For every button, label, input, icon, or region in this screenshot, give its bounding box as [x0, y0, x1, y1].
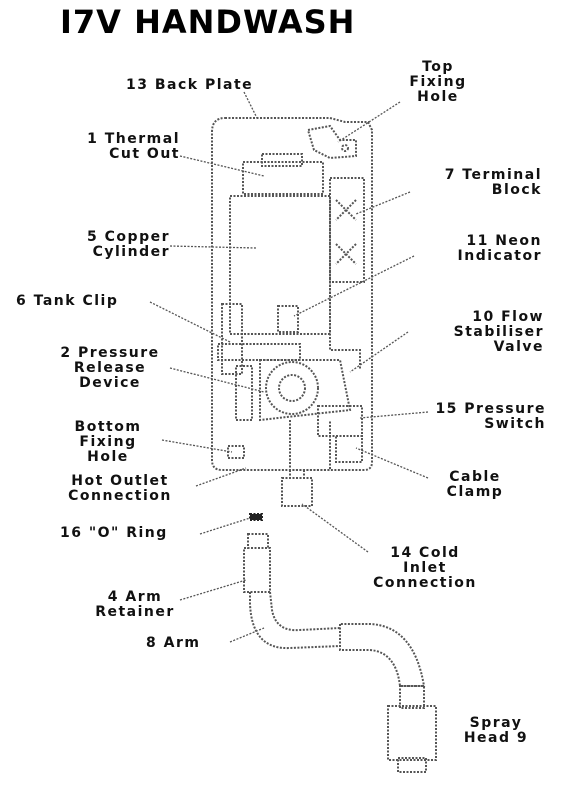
leader-flow — [349, 331, 409, 373]
label-arm-retainer: 4 Arm Retainer — [95, 589, 175, 620]
label-neon-indicator: 11 Neon Indicator — [457, 233, 542, 264]
label-arm: 8 Arm — [146, 635, 201, 651]
leader-tank-clip — [149, 301, 231, 343]
leader-copper — [169, 245, 257, 249]
terminal-block-shape — [329, 177, 365, 283]
cold-inlet-shape — [281, 477, 313, 507]
leader-cold-inlet — [301, 503, 369, 553]
arm-shape — [249, 591, 341, 650]
label-o-ring: 16 "O" Ring — [60, 525, 168, 541]
leader-pressure-switch — [359, 411, 429, 419]
label-tank-clip: 6 Tank Clip — [16, 293, 119, 309]
label-pressure-switch: 15 Pressure Switch — [435, 401, 546, 432]
neon-indicator-shape — [277, 305, 299, 333]
arm-retainer-shape — [243, 547, 271, 593]
bottom-fixing-shape — [227, 445, 245, 459]
leader-bottom-fixing — [161, 439, 233, 453]
o-ring-shape — [249, 513, 263, 521]
label-bottom-fixing-hole: Bottom Fixing Hole — [74, 419, 142, 465]
label-terminal-block: 7 Terminal Block — [444, 167, 542, 198]
label-copper-cylinder: 5 Copper Cylinder — [87, 229, 170, 260]
tank-clip-shape — [221, 303, 243, 375]
top-fixing-bracket — [306, 124, 357, 160]
leader-cable-clamp — [355, 447, 429, 479]
leader-thermal — [179, 155, 265, 177]
label-top-fixing-hole: Top Fixing Hole — [409, 59, 467, 105]
label-flow-stabiliser-valve: 10 Flow Stabiliser Valve — [453, 309, 544, 355]
leader-terminal — [355, 191, 411, 215]
label-cold-inlet-connection: 14 Cold Inlet Connection — [373, 545, 477, 591]
label-thermal-cut-out: 1 Thermal Cut Out — [87, 131, 180, 162]
label-spray-head: Spray Head 9 — [463, 715, 529, 746]
leader-arm-retainer — [179, 579, 247, 601]
leader-neon — [293, 255, 415, 317]
leader-o-ring — [199, 517, 251, 535]
leader-top-fixing — [337, 101, 401, 143]
spray-head-shape — [399, 685, 425, 709]
leader-pressure-release — [169, 367, 265, 393]
label-back-plate: 13 Back Plate — [126, 77, 254, 93]
label-cable-clamp: Cable Clamp — [446, 469, 504, 500]
leader-back-plate — [243, 91, 259, 121]
label-pressure-release-device: 2 Pressure Release Device — [60, 345, 160, 391]
thermal-cut-out-shape — [242, 161, 324, 195]
valve-body-shape — [265, 361, 319, 415]
copper-cylinder-shape — [229, 195, 331, 335]
back-plate-outline — [211, 117, 373, 471]
label-hot-outlet-connection: Hot Outlet Connection — [68, 473, 172, 504]
diagram-title: I7V HANDWASH — [60, 3, 356, 41]
leader-arm — [229, 627, 265, 643]
leader-hot-outlet — [195, 467, 247, 487]
